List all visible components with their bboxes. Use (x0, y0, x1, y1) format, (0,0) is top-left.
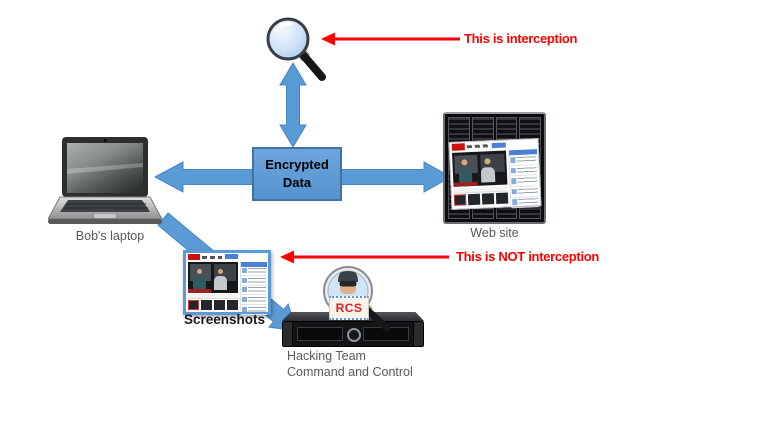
not-interception-arrow (280, 250, 449, 264)
news-anchor (480, 158, 495, 184)
news-anchor (214, 268, 227, 291)
bobs-laptop-label: Bob's laptop (75, 229, 145, 243)
bobs-laptop-icon (48, 137, 163, 224)
cc-label-line2: Command and Control (287, 365, 413, 379)
cnn-header (188, 254, 266, 261)
news-anchor (193, 268, 206, 291)
screenshots-thumbnail (183, 250, 271, 315)
cnn-video-player (188, 261, 239, 293)
encrypted-data-box: Encrypted Data (252, 147, 342, 201)
cnn-video-player (452, 150, 508, 188)
rcs-badge: RCS (329, 296, 369, 320)
cnn-logo (451, 143, 465, 151)
encrypted-data-line2: Data (282, 175, 312, 190)
lower-third (188, 289, 211, 293)
website-cnn-thumbnail (448, 138, 542, 210)
screenshots-label: Screenshots (184, 312, 266, 327)
interception-arrow (321, 32, 460, 46)
server-front-bezel (282, 321, 424, 347)
cnn-nav-chip (491, 142, 506, 149)
cc-label-line1: Hacking Team (287, 349, 366, 363)
cnn-caption (188, 293, 239, 299)
interception-magnifier-icon (266, 17, 326, 81)
cnn-thumbnails (188, 299, 239, 310)
server-emblem (347, 328, 361, 342)
cnn-header-text (202, 255, 223, 259)
lower-third (453, 182, 478, 188)
not-interception-label: This is NOT interception (456, 249, 600, 264)
cnn-header-text (466, 144, 489, 149)
news-anchor (458, 159, 473, 185)
interception-label: This is interception (464, 31, 578, 46)
rcs-badge-text: RCS (335, 301, 363, 315)
cnn-nav-chip (225, 254, 238, 260)
cnn-thumbnails (454, 192, 509, 207)
cnn-sidebar (240, 261, 267, 315)
cnn-sidebar (508, 149, 540, 209)
encrypted-data-line1: Encrypted (265, 157, 329, 172)
website-label: Web site (470, 226, 519, 240)
cnn-logo (188, 254, 200, 261)
